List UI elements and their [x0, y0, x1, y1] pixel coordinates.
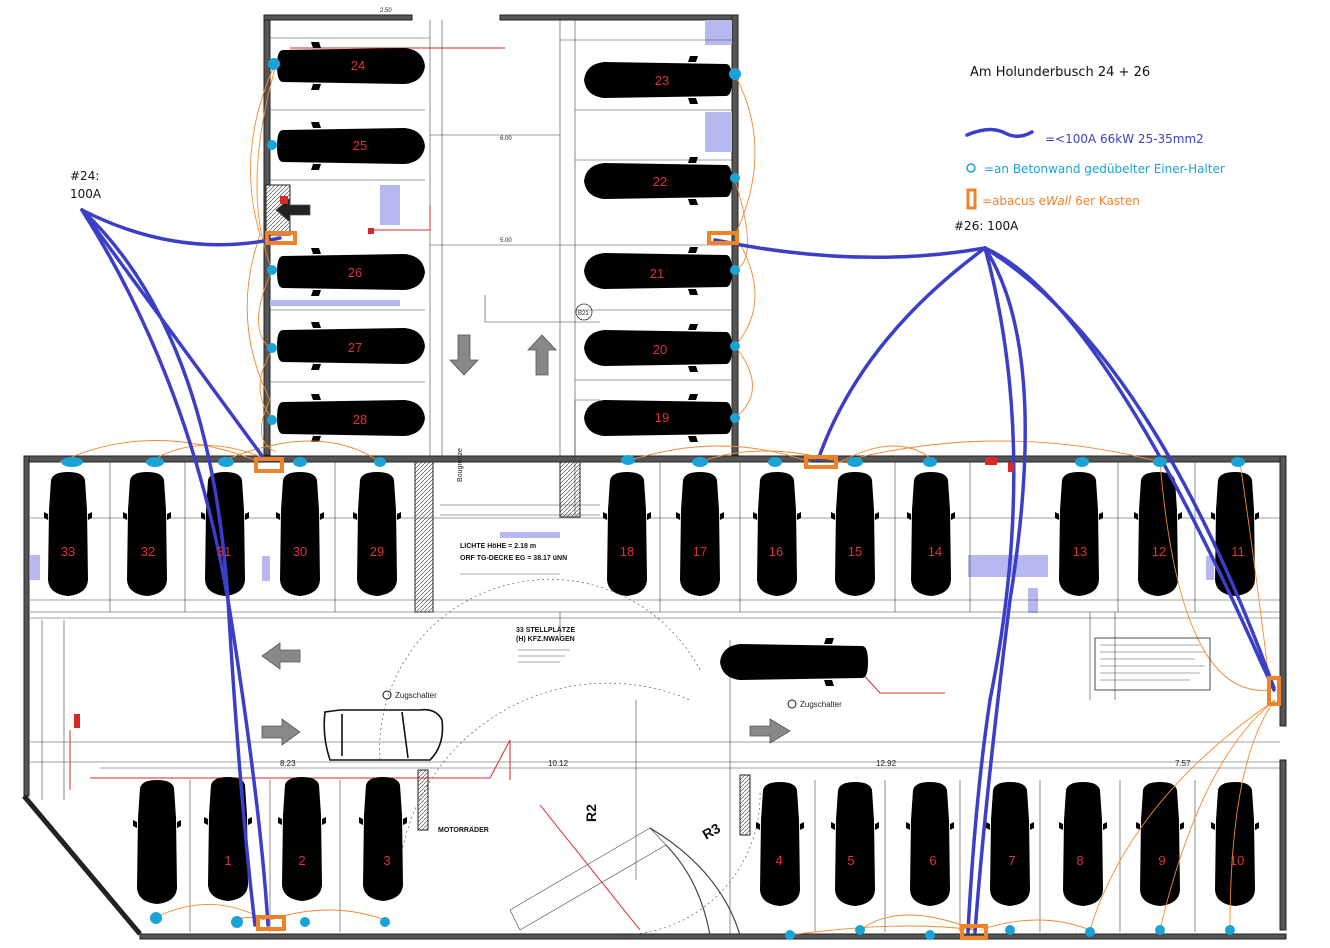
dim-600: 6.00	[500, 136, 512, 142]
space-13: 13	[1073, 544, 1087, 559]
space-16: 16	[769, 544, 783, 559]
plan-annotations: Zugschalter Zugschalter Bougrenze MOTORR…	[74, 8, 1211, 843]
space-11: 11	[1231, 544, 1245, 559]
space-29: 29	[370, 544, 384, 559]
motorcycles-label-1: MOTORRÄDER	[438, 826, 489, 834]
space-14: 14	[928, 544, 942, 559]
wallbox-cabinets	[254, 231, 1281, 940]
space-15: 15	[848, 544, 862, 559]
dim-823: 8.23	[280, 759, 296, 768]
dim-1292: 12.92	[876, 759, 897, 768]
space-28: 28	[353, 412, 367, 427]
space-12: 12	[1152, 544, 1166, 559]
charger-holders	[61, 58, 1245, 940]
red-lines	[69, 47, 945, 931]
space-20: 20	[653, 342, 667, 357]
space-21: 21	[650, 266, 664, 281]
grid-lines	[30, 20, 1280, 936]
space-22: 22	[653, 174, 667, 189]
ramp-r2: R2	[583, 804, 599, 822]
project-title: Am Holunderbusch 24 + 26	[970, 65, 1150, 80]
dim-1012: 10.12	[548, 759, 569, 768]
space-8: 8	[1076, 853, 1083, 868]
pull-switch-2: Zugschalter	[800, 700, 842, 709]
legend-box-prefix: =abacus e	[982, 194, 1046, 208]
space-23: 23	[655, 73, 669, 88]
space-24: 24	[351, 58, 365, 73]
legend-holder-swatch	[966, 163, 976, 173]
dim-500: 5.00	[500, 238, 512, 244]
space-25: 25	[353, 138, 367, 153]
space-33: 33	[61, 544, 75, 559]
vehicle-type: (H) KFZ.NWAGEN	[516, 636, 575, 643]
column-b21: B21	[578, 311, 589, 317]
space-10: 10	[1230, 853, 1244, 868]
sedan-outline	[323, 708, 444, 761]
dim-250: 2.50	[380, 8, 392, 14]
space-5: 5	[847, 853, 854, 868]
space-27: 27	[348, 340, 362, 355]
space-6: 6	[929, 853, 936, 868]
legend-box-text: =abacus eWall 6er Kasten	[982, 194, 1140, 208]
traffic-arrows	[261, 197, 791, 746]
legend-box-swatch	[966, 188, 977, 210]
clear-height: LICHTE HöHE = 2.18 m	[460, 543, 536, 550]
dim-757: 7.57	[1175, 759, 1191, 768]
feed-labels: #24: 100A #26: 100A	[70, 169, 1019, 233]
legend-cable-swatch	[965, 127, 1034, 138]
construction-boundary: Bougrenze	[457, 448, 464, 482]
legend-box-italic: Wall	[1046, 194, 1072, 208]
legend-holder-text: =an Betonwand gedübelter Einer-Halter	[984, 162, 1225, 176]
ramp-r3: R3	[700, 820, 724, 843]
space-17: 17	[693, 544, 707, 559]
feed-24-line1: #24:	[70, 169, 99, 183]
space-26: 26	[348, 265, 362, 280]
legend-cable-text: =<100A 66kW 25-35mm2	[1045, 132, 1204, 146]
legend: Am Holunderbusch 24 + 26 =<100A 66kW 25-…	[965, 65, 1225, 210]
feed-24-line2: 100A	[70, 187, 102, 201]
space-1: 1	[224, 853, 231, 868]
space-7: 7	[1008, 853, 1015, 868]
space-9: 9	[1158, 853, 1165, 868]
ceiling-level: ORF TG-DECKE EG = 38.17 üNN	[460, 555, 567, 562]
space-18: 18	[620, 544, 634, 559]
parking-count: 33 STELLPLÄTZE	[516, 626, 575, 634]
space-30: 30	[293, 544, 307, 559]
space-19: 19	[655, 410, 669, 425]
space-2: 2	[298, 853, 305, 868]
pull-switch-1: Zugschalter	[395, 691, 437, 700]
main-cables	[80, 208, 1276, 934]
space-numbers: 24 25 26 27 28 23 22 21 20 19 33 32 31 3…	[61, 58, 1245, 868]
space-32: 32	[141, 544, 155, 559]
space-4: 4	[775, 853, 782, 868]
feed-26-label: #26: 100A	[954, 219, 1019, 233]
space-31: 31	[217, 544, 231, 559]
legend-box-suffix: 6er Kasten	[1071, 194, 1140, 208]
space-3: 3	[383, 853, 390, 868]
